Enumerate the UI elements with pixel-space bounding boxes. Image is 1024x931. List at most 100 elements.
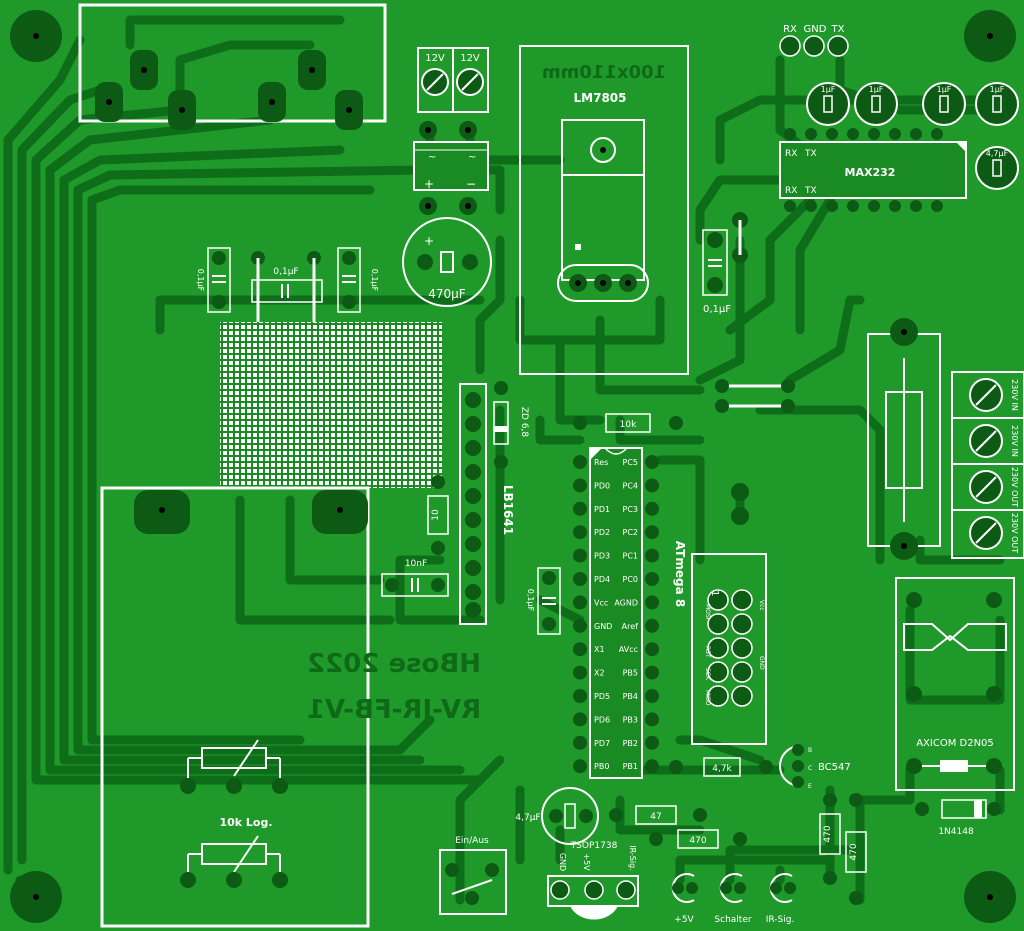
mcu-pad xyxy=(645,595,659,610)
power-label-1: 12V xyxy=(425,53,445,64)
mcu-right-pin-label: PB2 xyxy=(623,739,638,748)
cap-reg-label: 0,1µF xyxy=(703,304,731,315)
mcu-right-pin-labels: PC5PC4PC3PC2PC1PC0AGNDArefAVccPB5PB4PB3P… xyxy=(614,458,638,771)
board-size-text: 100x110mm xyxy=(542,62,666,83)
mcu-pad xyxy=(573,572,587,586)
serial-rx: RX xyxy=(783,24,797,35)
bc547-pin-c: C xyxy=(808,765,812,772)
mcu-pad xyxy=(645,572,659,586)
ir-pin-gnd: GND xyxy=(558,853,567,871)
board-id-text: RV-IR-FB-V1 xyxy=(307,695,481,725)
mcu-pad xyxy=(573,712,587,727)
bc547-pin-b: B xyxy=(808,747,812,754)
prototype-area xyxy=(220,322,442,488)
max232-chip xyxy=(779,141,967,199)
mcu-left-pin-label: X1 xyxy=(594,645,605,654)
bc547-outline xyxy=(779,745,801,787)
pot-area-outline xyxy=(100,486,370,928)
bridge-ac-label-2: ~ xyxy=(468,152,476,163)
cap-1u-3: 1µF xyxy=(937,85,952,94)
mcu-pad xyxy=(573,525,587,540)
mcu-pad xyxy=(645,618,659,633)
mcu-right-pin-label: AVcc xyxy=(619,645,638,654)
mcu-right-pin-label: PB4 xyxy=(623,692,638,701)
cap-1u-2: 1µF xyxy=(869,85,884,94)
terminal-label-1: 230V IN xyxy=(1010,379,1019,411)
copper-traces xyxy=(3,15,1005,905)
terminal-label-4: 230V OUT xyxy=(1010,513,1019,553)
mcu-left-pin-label: PD0 xyxy=(594,481,610,490)
lb1641-outline xyxy=(459,383,487,625)
mcu-left-pin-label: PD6 xyxy=(594,715,610,724)
mcu-pad xyxy=(573,548,587,563)
mcu-pad xyxy=(645,478,659,493)
cap-mid-label: 0,1µF xyxy=(273,267,298,277)
mcu-pad xyxy=(645,642,659,657)
svg-text:+: + xyxy=(424,234,434,248)
zener-label: ZD 6,8 xyxy=(519,407,529,438)
isp-miso: MISO xyxy=(704,690,711,706)
mcu-right-pin-label: PB3 xyxy=(623,715,638,724)
led-5v xyxy=(671,873,698,903)
mcu-pad xyxy=(645,501,659,516)
res-470c-label: 470 xyxy=(849,843,859,860)
cap-470-label: 470µF xyxy=(428,287,466,301)
mcu-left-pin-label: PD5 xyxy=(594,692,610,701)
cap-47u-ir-outline xyxy=(541,787,599,845)
cap-mcu-label: 0,1µF xyxy=(526,589,535,612)
mcu-right-pin-label: AGND xyxy=(614,598,638,607)
res-10k-label: 10k xyxy=(620,420,637,430)
cap-47u-max: 4,7µF xyxy=(986,149,1009,158)
mcu-left-pin-label: GND xyxy=(594,622,612,631)
atmega-label: ATmega 8 xyxy=(673,541,687,607)
pot-lower xyxy=(180,835,288,888)
max-rx2: RX xyxy=(785,186,797,196)
led-irsig xyxy=(769,873,796,903)
res-470b-label: 470 xyxy=(823,825,833,842)
mcu-right-pin-label: PC4 xyxy=(623,481,639,490)
mcu-right-pin-label: PB1 xyxy=(623,762,638,771)
diode-label: 1N4148 xyxy=(938,827,974,837)
regulator-label: LM7805 xyxy=(574,91,627,105)
relay-outline xyxy=(895,577,1015,791)
serial-gnd: GND xyxy=(804,24,827,35)
cap-10n-label: 10nF xyxy=(405,559,427,569)
mcu-pad xyxy=(645,665,659,680)
mcu-left-pin-label: Vcc xyxy=(594,598,608,607)
mcu-pad xyxy=(645,525,659,540)
res-470a-label: 470 xyxy=(689,836,706,846)
mcu-right-pin-label: PC5 xyxy=(623,458,639,467)
power-label-2: 12V xyxy=(460,53,480,64)
isp-vcc: Vcc xyxy=(758,600,765,611)
ir-pin-sig: IR-Sig. xyxy=(628,845,637,870)
max-tx2: TX xyxy=(804,186,817,196)
mcu-right-pin-label: Aref xyxy=(622,622,639,631)
bridge-minus-label: − xyxy=(466,177,476,191)
max-rx1: RX xyxy=(785,149,797,159)
mcu-right-pin-label: PB5 xyxy=(623,669,638,678)
res-47-label: 47 xyxy=(650,812,661,822)
regulator-outline xyxy=(519,45,689,375)
serial-tx: TX xyxy=(831,24,845,35)
cap-47u-ir-label: 4,7µF xyxy=(515,813,540,823)
mcu-right-pin-label: PC2 xyxy=(623,528,639,537)
isp-rst: RST xyxy=(704,646,711,658)
mcu-right-pin-label: PC1 xyxy=(623,552,639,561)
switch-label: Ein/Aus xyxy=(455,836,489,846)
mcu-left-pin-label: PD1 xyxy=(594,505,610,514)
cap-1u-1: 1µF xyxy=(821,85,836,94)
mcu-pad xyxy=(573,501,587,516)
mcu-left-pin-label: PD3 xyxy=(594,552,610,561)
isp-pin1: 1 xyxy=(709,590,720,596)
mounting-holes xyxy=(33,33,993,900)
mcu-pad xyxy=(645,689,659,703)
led-schalter xyxy=(719,873,746,903)
cap-right-label: 0,1µF xyxy=(370,269,379,292)
mcu-pad xyxy=(573,665,587,680)
mcu-left-pin-label: PD4 xyxy=(594,575,610,584)
mcu-pad xyxy=(645,455,659,469)
mcu-left-pin-label: PD2 xyxy=(594,528,610,537)
mcu-pad xyxy=(573,455,587,469)
mcu-right-pin-label: PC3 xyxy=(623,505,639,514)
